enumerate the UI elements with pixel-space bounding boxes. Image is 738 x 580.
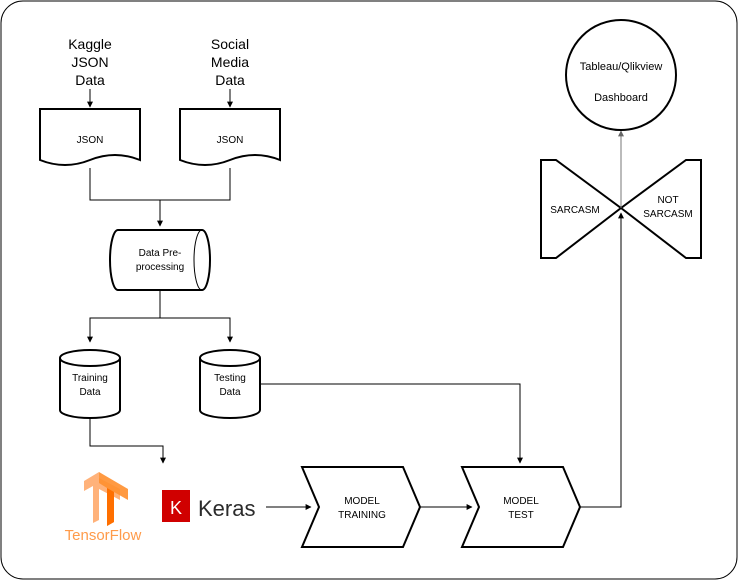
kaggle-source-label: Kaggle JSON Data [68, 36, 112, 88]
svg-text:Data: Data [215, 72, 245, 88]
arrow-training-to-frameworks [89, 418, 166, 464]
svg-text:Data: Data [79, 387, 101, 398]
model-training-step: MODEL TRAINING [300, 466, 422, 548]
not-sarcasm-label-line2: SARCASM [643, 209, 692, 220]
arrow-testing-to-model-test [260, 383, 523, 464]
svg-text:Tableau/Qlikview: Tableau/Qlikview [580, 61, 663, 73]
keras-logo: K Keras [162, 490, 255, 522]
arrow-test-to-classifier [580, 212, 624, 508]
dashboard-node: Tableau/Qlikview Dashboard [565, 19, 677, 131]
social-source-label: Social Media Data [211, 36, 249, 88]
svg-text:TensorFlow: TensorFlow [65, 527, 142, 544]
svg-text:Testing: Testing [214, 373, 246, 384]
svg-text:Data: Data [219, 387, 241, 398]
svg-text:Social: Social [211, 36, 249, 52]
not-sarcasm-label-line1: NOT [657, 195, 678, 206]
svg-text:Media: Media [211, 54, 249, 70]
arrow-to-training-data [87, 290, 161, 343]
kaggle-json-document: JSON [39, 108, 141, 166]
sarcasm-label: SARCASM [550, 205, 599, 216]
svg-text:Kaggle: Kaggle [68, 36, 112, 52]
svg-text:TEST: TEST [508, 510, 534, 521]
testing-data-cylinder: Testing Data [199, 349, 261, 419]
arrow-to-testing-data [160, 317, 233, 343]
svg-text:JSON: JSON [217, 135, 244, 146]
svg-text:MODEL: MODEL [344, 496, 380, 507]
social-json-document: JSON [179, 108, 281, 166]
model-test-step: MODEL TEST [460, 466, 582, 548]
svg-text:Training: Training [72, 373, 108, 384]
training-data-cylinder: Training Data [59, 349, 121, 419]
data-preprocessing-node: Data Pre- processing [109, 229, 211, 291]
svg-text:MODEL: MODEL [503, 496, 539, 507]
svg-text:Data: Data [75, 72, 105, 88]
svg-text:TRAINING: TRAINING [338, 510, 386, 521]
svg-text:Dashboard: Dashboard [594, 92, 648, 104]
svg-text:processing: processing [136, 262, 184, 273]
tensorflow-logo: TensorFlow [65, 472, 142, 544]
svg-text:JSON: JSON [71, 54, 108, 70]
keras-icon [162, 490, 190, 522]
svg-text:JSON: JSON [77, 135, 104, 146]
svg-text:K: K [170, 498, 182, 518]
sarcasm-classifier-bowtie: SARCASM NOT SARCASM [540, 159, 702, 259]
svg-text:Keras: Keras [198, 496, 255, 521]
svg-text:Data Pre-: Data Pre- [139, 248, 182, 259]
